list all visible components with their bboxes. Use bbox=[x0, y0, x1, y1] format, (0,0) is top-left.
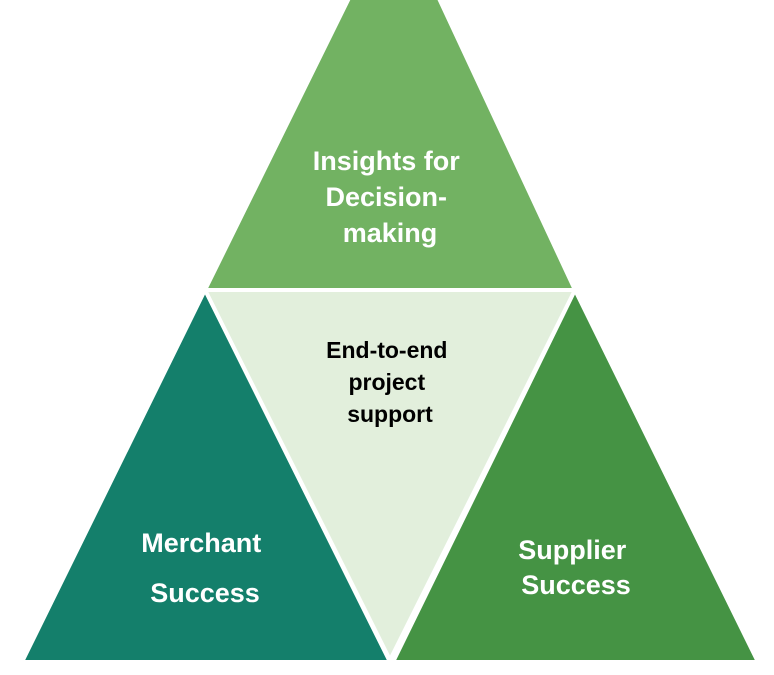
right-segment bbox=[389, 285, 762, 664]
center-label-line-1: End-to-end bbox=[326, 337, 447, 363]
top-label-line-2: Decision- bbox=[325, 182, 447, 212]
left-label-line-1: Merchant bbox=[141, 528, 261, 558]
center-label-line-3: support bbox=[347, 401, 433, 427]
top-label-line-1: Insights for bbox=[313, 146, 460, 176]
left-segment-label: Merchant Success bbox=[141, 528, 269, 608]
left-segment bbox=[18, 285, 394, 664]
top-label-line-3: making bbox=[343, 218, 438, 248]
right-segment-label: Supplier Success bbox=[518, 535, 634, 600]
top-segment-label: Insights for Decision- making bbox=[313, 146, 468, 248]
right-label-line-2: Success bbox=[521, 570, 631, 600]
left-label-line-2: Success bbox=[150, 578, 260, 608]
right-label-line-1: Supplier bbox=[518, 535, 627, 565]
center-label-line-2: project bbox=[348, 369, 425, 395]
center-segment-label: End-to-end project support bbox=[326, 337, 454, 427]
